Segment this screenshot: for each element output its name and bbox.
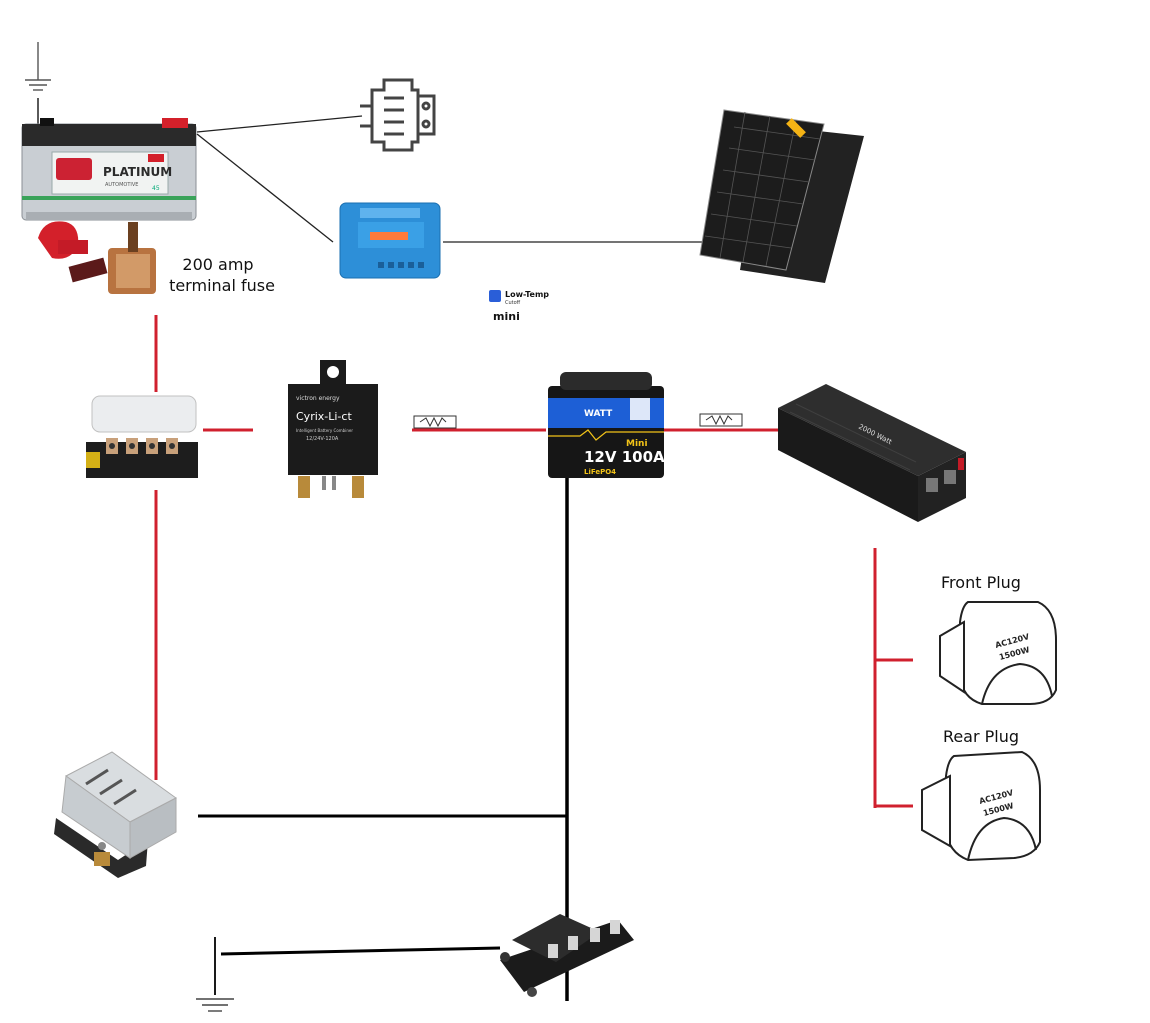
front-plug-label: Front Plug: [941, 573, 1021, 592]
lithium-brand: WATT: [584, 409, 613, 419]
fuse-block: [54, 751, 177, 878]
cyrix-model: Cyrix-Li-ct: [296, 410, 352, 423]
ground-symbol-top: [25, 42, 51, 91]
terminal-fuse-label-line1: 200 amp: [182, 255, 254, 274]
lithium-battery: WATT Mini 12V 100Ah LiFePO4: [548, 372, 675, 478]
front-plug-outlet: AC120V 1500W: [939, 601, 1057, 705]
low-temp-label: Low-Temp: [505, 290, 549, 299]
wires: [37, 98, 913, 1001]
lithium-chem: LiFePO4: [584, 468, 616, 476]
terminal-fuse: [38, 221, 156, 294]
wire-negative-bus-ground: [220, 946, 501, 956]
cyrix-combiner: victron energy Cyrix-Li-ct Intelligent B…: [288, 360, 378, 498]
starter-battery-sub: AUTOMOTIVE: [105, 182, 138, 188]
cyrix-brand: victron energy: [296, 395, 340, 402]
lithium-mini: Mini: [626, 439, 648, 449]
wire-battery-to-alternator: [196, 115, 363, 133]
solar-panel: [699, 109, 864, 283]
inline-fuse-1: [413, 415, 457, 429]
terminal-fuse-label-line2: terminal fuse: [169, 276, 275, 295]
cyrix-desc: Intelligent Battery Combiner: [296, 428, 353, 433]
low-temp-badge: Low-Temp Cutoff mini: [489, 290, 549, 323]
negative-busbar: [500, 914, 634, 997]
lithium-rating: 12V 100Ah: [584, 448, 675, 466]
positive-busbar: [86, 395, 198, 478]
low-temp-sub: Cutoff: [505, 300, 521, 306]
alternator-icon: [360, 78, 436, 152]
wire-battery-to-solar-controller: [196, 133, 334, 243]
solar-charge-controller: [339, 202, 441, 279]
inverter: 2000 Watt: [778, 384, 966, 522]
rear-plug-outlet: AC120V 1500W: [921, 750, 1041, 862]
cyrix-spec: 12/24V-120A: [306, 436, 339, 442]
starter-battery: PLATINUM AUTOMOTIVE 45: [21, 118, 197, 221]
low-temp-series: mini: [493, 310, 520, 323]
starter-battery-rating: 45: [152, 185, 160, 192]
starter-battery-brand: PLATINUM: [103, 165, 172, 179]
ground-symbol-bottom: [196, 998, 234, 1012]
inline-fuse-2: [699, 413, 743, 427]
rear-plug-label: Rear Plug: [942, 727, 1020, 746]
